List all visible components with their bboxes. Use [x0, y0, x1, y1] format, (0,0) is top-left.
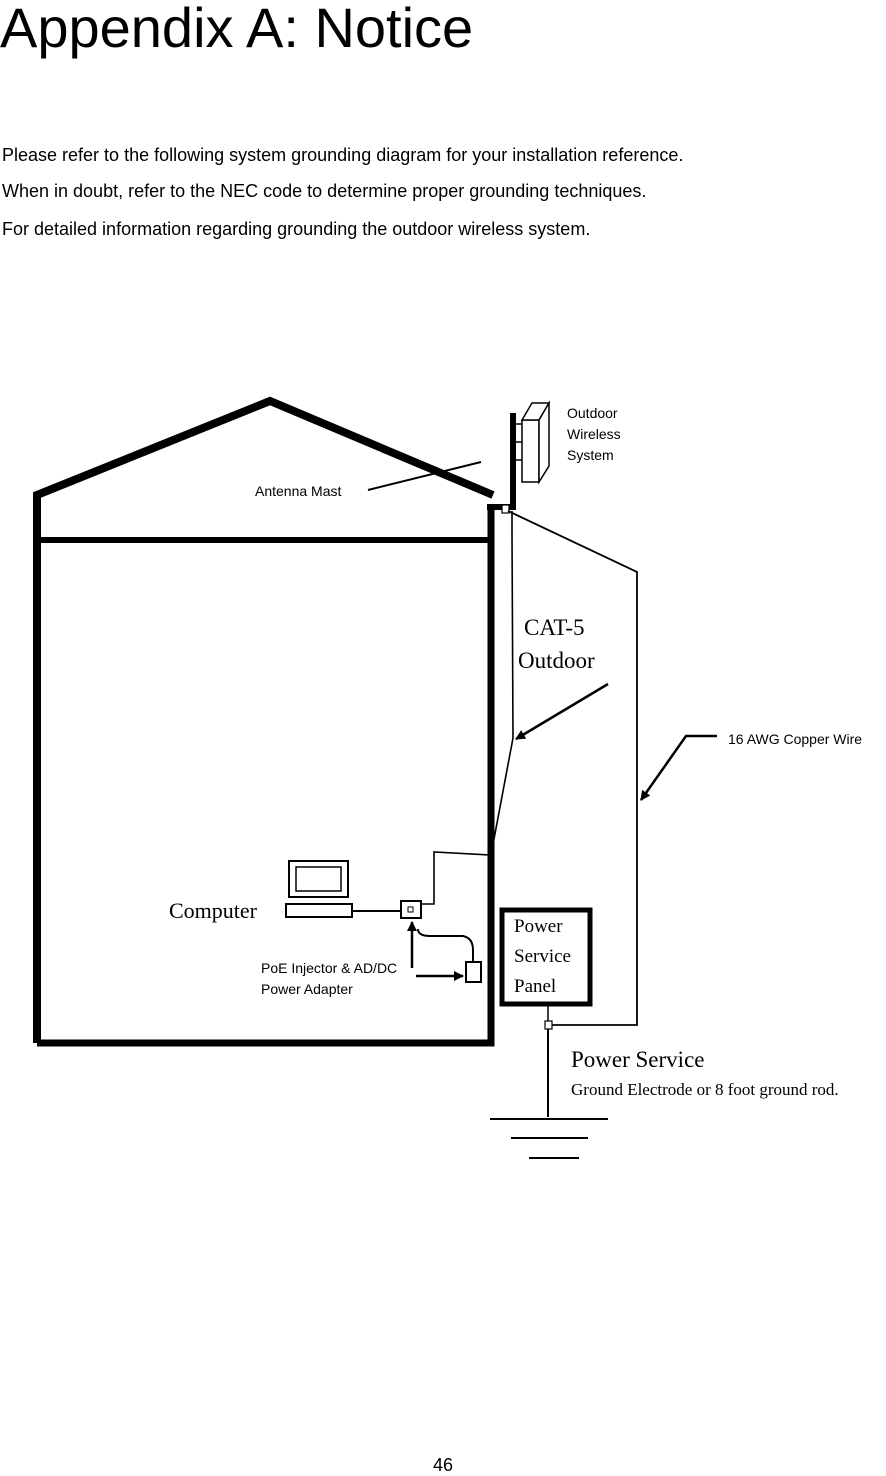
intro-paragraph-2: When in doubt, refer to the NEC code to …: [2, 181, 647, 201]
poe-adapter-cable: [417, 928, 474, 962]
house-walls: [37, 505, 495, 1047]
ground-title-label: Power Service: [571, 1047, 705, 1072]
panel-label-line-2: Service: [514, 946, 571, 967]
cat5-pointer-arrow: [515, 682, 609, 741]
page-title: Appendix A: Notice: [0, 0, 474, 59]
page-number: 46: [432, 1455, 454, 1475]
outdoor-unit-label-line-2: Wireless: [567, 426, 621, 442]
ground-description-label: Ground Electrode or 8 foot ground rod.: [571, 1080, 839, 1099]
antenna-mast: [487, 413, 516, 510]
panel-ground-connector: [544, 1020, 553, 1030]
cable-type-label: CAT-5: [524, 615, 585, 640]
antenna-mast-label: Antenna Mast: [255, 483, 341, 499]
power-service-panel-box: [499, 907, 593, 1007]
outdoor-unit-label-line-3: System: [567, 447, 614, 463]
power-adapter-icon: [465, 961, 482, 983]
outdoor-unit-label-line-1: Outdoor: [567, 405, 618, 421]
poe-adapter-label-line-1: PoE Injector & AD/DC: [261, 960, 397, 976]
intro-paragraph-3: For detailed information regarding groun…: [2, 219, 591, 239]
outdoor-wireless-unit-icon: [513, 400, 551, 485]
ground-symbol-icon: [490, 1118, 608, 1159]
cable-location-label: Outdoor: [518, 648, 595, 673]
cat5-outdoor-cable: [413, 511, 514, 905]
computer-icon: [285, 860, 353, 918]
panel-label-line-1: Power: [514, 916, 563, 937]
copper-wire-pointer-arrow: [639, 734, 717, 801]
panel-label-line-3: Panel: [514, 976, 556, 997]
copper-wire-label: 16 AWG Copper Wire: [728, 731, 862, 747]
intro-paragraph-1: Please refer to the following system gro…: [2, 145, 684, 165]
copper-ground-wire: [507, 510, 638, 1026]
house-roof: [33, 396, 495, 1043]
computer-label: Computer: [169, 898, 258, 923]
poe-adapter-label-line-2: Power Adapter: [261, 981, 353, 997]
mast-ground-connector: [501, 504, 510, 514]
antenna-mast-pointer: [367, 461, 482, 491]
